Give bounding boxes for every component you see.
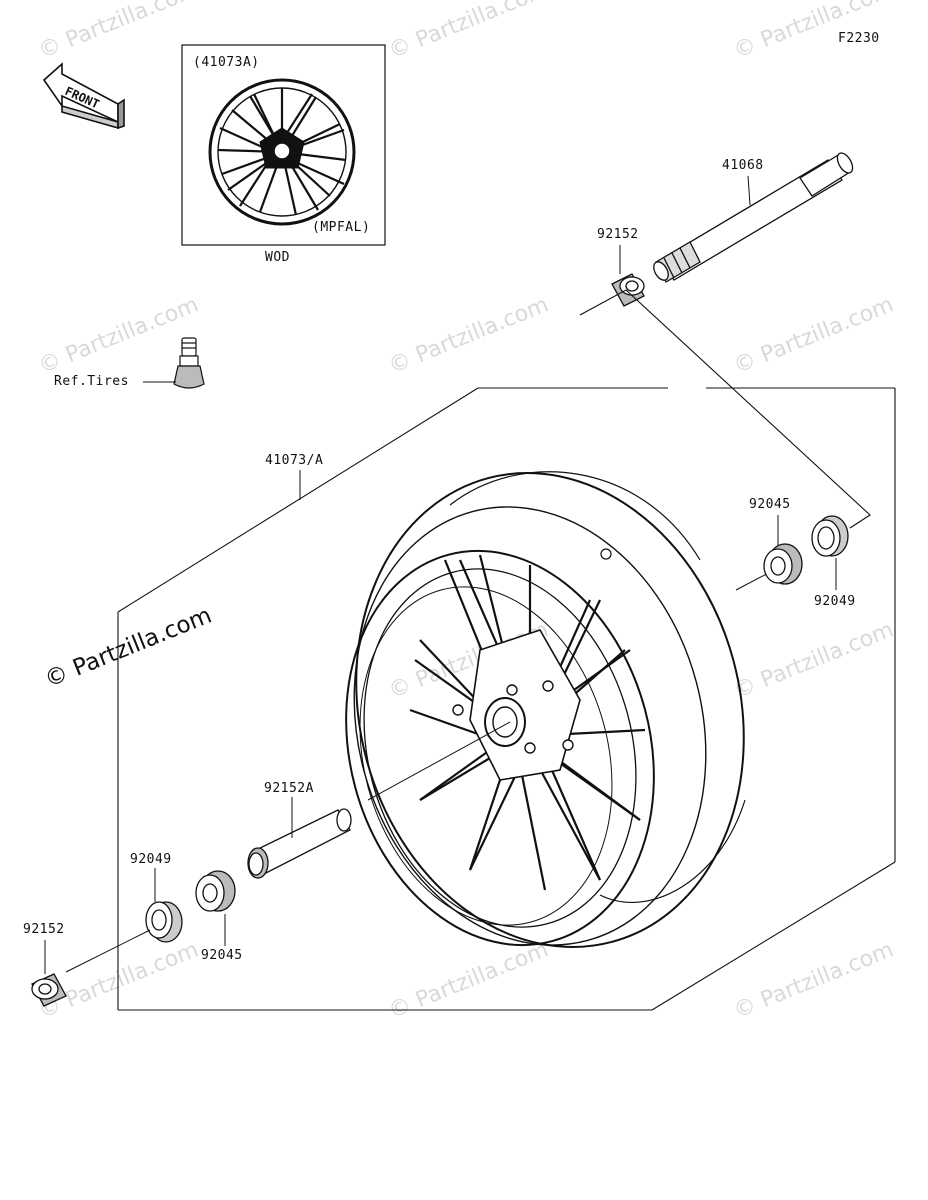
inset-caption: WOD bbox=[265, 250, 290, 265]
part-label-collar-left[interactable]: 92152 bbox=[23, 922, 65, 937]
assembly-frame bbox=[117, 289, 896, 1011]
part-label-valve-ref[interactable]: Ref.Tires bbox=[54, 374, 129, 389]
inset-variant-label: (MPFAL) bbox=[312, 220, 371, 235]
seal-icon bbox=[145, 901, 183, 943]
collar-icon bbox=[31, 973, 67, 1007]
wheel-icon bbox=[345, 471, 746, 948]
part-label-bearing-left[interactable]: 92045 bbox=[201, 948, 243, 963]
collar-icon bbox=[611, 273, 645, 307]
bearing-icon bbox=[763, 543, 803, 585]
part-label-collar-top[interactable]: 92152 bbox=[597, 227, 639, 242]
part-label-axle[interactable]: 41068 bbox=[722, 158, 764, 173]
seal-icon bbox=[811, 515, 849, 557]
part-label-seal-left[interactable]: 92049 bbox=[130, 852, 172, 867]
figure-code: F2230 bbox=[838, 31, 880, 46]
part-label-bearing-right[interactable]: 92045 bbox=[749, 497, 791, 512]
inset-box bbox=[181, 44, 386, 246]
axle-icon bbox=[653, 152, 854, 283]
inset-ref-label: (41073A) bbox=[193, 55, 260, 70]
front-arrow-icon: FRONT bbox=[42, 62, 125, 130]
part-label-spacer[interactable]: 92152A bbox=[264, 781, 314, 796]
part-label-wheel[interactable]: 41073/A bbox=[265, 453, 324, 468]
bearing-icon bbox=[195, 870, 236, 912]
spacer-icon bbox=[247, 808, 352, 879]
part-label-seal-right[interactable]: 92049 bbox=[814, 594, 856, 609]
inset-wheel-icon bbox=[208, 78, 356, 226]
valve-stem-icon bbox=[173, 337, 205, 389]
